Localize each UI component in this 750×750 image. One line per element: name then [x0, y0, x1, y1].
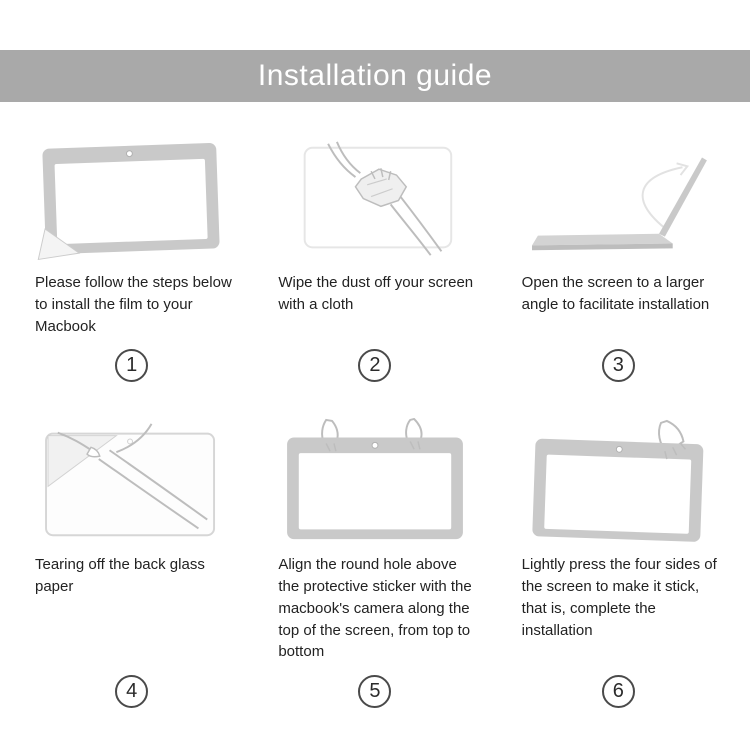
step-number-wrap: 5 [268, 675, 481, 732]
open-laptop-angle-icon [512, 130, 725, 268]
step-caption: Align the round hole above the protectiv… [278, 556, 472, 661]
step-caption: Wipe the dust off your screen with a clo… [278, 274, 474, 313]
step-number-wrap: 1 [25, 349, 238, 406]
step-caption: Lightly press the four sides of the scre… [521, 556, 717, 639]
step-number-wrap: 6 [512, 675, 725, 732]
step-2: Wipe the dust off your screen with a clo… [268, 130, 481, 406]
step-3: Open the screen to a larger angle to fac… [512, 130, 725, 406]
steps-grid: Please follow the steps below to install… [0, 102, 750, 732]
page-title: Installation guide [257, 59, 493, 92]
align-film-camera-icon [268, 412, 481, 550]
step-number-badge: 6 [601, 675, 635, 708]
step-caption: Please follow the steps below to install… [35, 274, 232, 335]
step-4: Tearing off the back glass paper 4 [25, 412, 238, 732]
press-four-sides-icon [512, 412, 725, 550]
step-number-badge: 5 [358, 675, 392, 708]
step-number-badge: 2 [358, 349, 392, 383]
tear-back-paper-icon [25, 412, 238, 550]
header-banner: Installation guide [0, 50, 750, 102]
step-6: Lightly press the four sides of the scre… [512, 412, 725, 732]
step-1: Please follow the steps below to install… [25, 130, 238, 406]
step-number-badge: 3 [601, 349, 635, 383]
step-number-wrap: 2 [268, 349, 481, 406]
step-number-wrap: 3 [512, 349, 725, 406]
step-5: Align the round hole above the protectiv… [268, 412, 481, 732]
step-caption: Open the screen to a larger angle to fac… [521, 274, 710, 313]
step-caption: Tearing off the back glass paper [35, 556, 205, 595]
wipe-screen-cloth-icon [268, 130, 481, 268]
step-number-badge: 1 [115, 349, 149, 383]
macbook-film-peel-icon [25, 130, 238, 268]
step-number-badge: 4 [115, 675, 149, 708]
step-number-wrap: 4 [25, 675, 238, 732]
